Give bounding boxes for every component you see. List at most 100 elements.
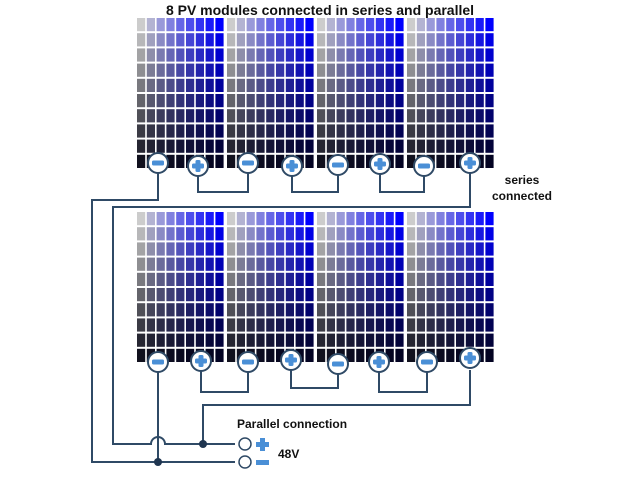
pv-cell (426, 212, 435, 226)
negative-terminal[interactable] (416, 351, 438, 373)
pv-cell (356, 78, 365, 92)
pv-cell (485, 242, 494, 256)
pv-cell (346, 139, 355, 153)
pv-cell (285, 124, 294, 138)
pv-cell (475, 124, 484, 138)
pv-cell (385, 18, 394, 32)
pv-cell (416, 109, 425, 123)
pv-cell (236, 139, 245, 153)
pv-cell (336, 63, 345, 77)
positive-terminal[interactable] (280, 349, 302, 371)
pv-cell (305, 348, 314, 362)
pv-cell (465, 63, 474, 77)
pv-cell (407, 124, 416, 138)
positive-terminal[interactable] (281, 155, 303, 177)
pv-cell (176, 333, 185, 347)
negative-terminal[interactable] (327, 353, 349, 375)
pv-cell (266, 212, 275, 226)
pv-cell (305, 78, 314, 92)
negative-terminal[interactable] (413, 155, 435, 177)
pv-cell (416, 227, 425, 241)
positive-terminal[interactable] (369, 153, 391, 175)
pv-cell (366, 318, 375, 332)
pv-cell (256, 124, 265, 138)
positive-terminal[interactable] (187, 155, 209, 177)
output-positive-terminal[interactable] (238, 437, 252, 451)
parallel-connection-label: Parallel connection (237, 417, 348, 431)
minus-icon (152, 359, 164, 365)
negative-terminal[interactable] (147, 351, 169, 373)
pv-cell (475, 78, 484, 92)
pv-cell (256, 48, 265, 62)
pv-cell (456, 212, 465, 226)
pv-cell (166, 94, 175, 108)
pv-cell (395, 257, 404, 271)
pv-cell (176, 154, 185, 168)
pv-cell (195, 333, 204, 347)
pv-cell (256, 139, 265, 153)
pv-cell (436, 124, 445, 138)
pv-cell (446, 94, 455, 108)
pv-cell (186, 33, 195, 47)
pv-cell (485, 212, 494, 226)
pv-cell (326, 33, 335, 47)
pv-cell (215, 227, 224, 241)
minus-icon (242, 359, 254, 365)
pv-cell (326, 212, 335, 226)
pv-cell (385, 33, 394, 47)
pv-cell (146, 227, 155, 241)
pv-cell (485, 257, 494, 271)
pv-cell (205, 242, 214, 256)
pv-cell (295, 124, 304, 138)
pv-cell (266, 227, 275, 241)
pv-cell (166, 318, 175, 332)
positive-terminal[interactable] (459, 347, 481, 369)
pv-cell (215, 94, 224, 108)
pv-cell (146, 272, 155, 286)
pv-cell (156, 63, 165, 77)
pv-cell (236, 33, 245, 47)
pv-cell (137, 33, 146, 47)
pv-cell (326, 94, 335, 108)
pv-cell (407, 242, 416, 256)
pv-cell (205, 124, 214, 138)
pv-cell (276, 303, 285, 317)
pv-cell (305, 257, 314, 271)
positive-terminal[interactable] (190, 350, 212, 372)
negative-terminal[interactable] (237, 152, 259, 174)
pv-cell (356, 63, 365, 77)
output-negative-terminal[interactable] (238, 455, 252, 469)
pv-cell (375, 303, 384, 317)
positive-terminal[interactable] (368, 351, 390, 373)
pv-cell (236, 78, 245, 92)
pv-cell (436, 78, 445, 92)
pv-cell (395, 348, 404, 362)
pv-cell (137, 124, 146, 138)
pv-cell (195, 18, 204, 32)
pv-cell (436, 272, 445, 286)
negative-terminal[interactable] (237, 351, 259, 373)
pv-cell (227, 63, 236, 77)
pv-cell (176, 257, 185, 271)
negative-terminal[interactable] (327, 154, 349, 176)
pv-cell (215, 63, 224, 77)
pv-cell (485, 154, 494, 168)
pv-cell (346, 318, 355, 332)
pv-cell (256, 348, 265, 362)
pv-cell (166, 227, 175, 241)
pv-cell (176, 63, 185, 77)
pv-cell (195, 288, 204, 302)
pv-cell (416, 139, 425, 153)
pv-cell (446, 318, 455, 332)
pv-cell (166, 272, 175, 286)
pv-cell (186, 348, 195, 362)
pv-cell (166, 242, 175, 256)
pv-cell (215, 348, 224, 362)
pv-cell (317, 63, 326, 77)
pv-cell (356, 257, 365, 271)
negative-terminal[interactable] (147, 152, 169, 174)
pv-cell (336, 257, 345, 271)
pv-cell (285, 303, 294, 317)
positive-terminal[interactable] (459, 152, 481, 174)
pv-cell (426, 109, 435, 123)
